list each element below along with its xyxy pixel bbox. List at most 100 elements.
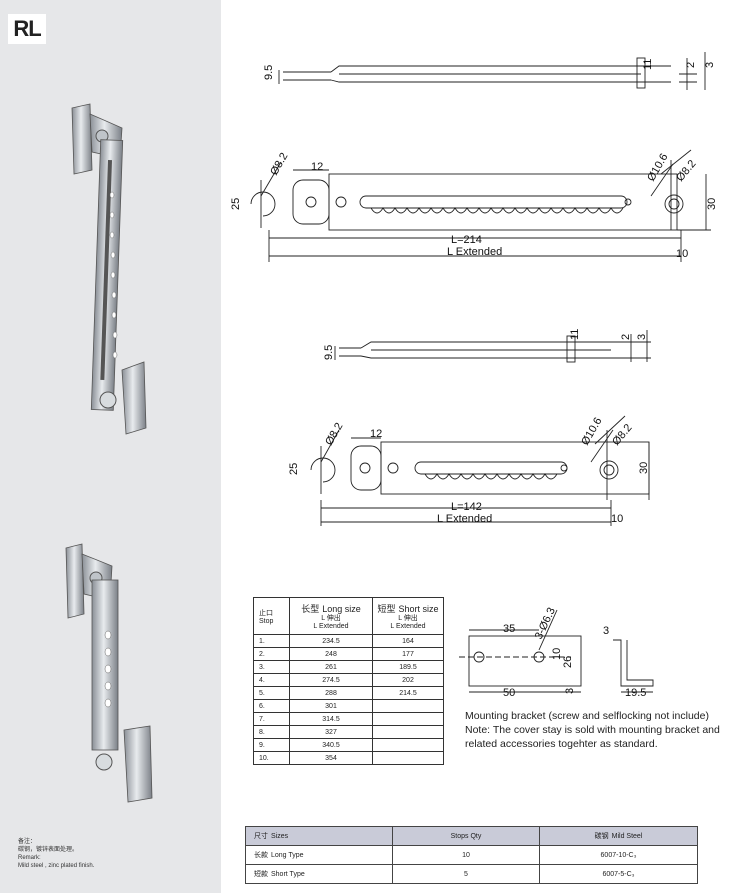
short-header-en: Short size (398, 603, 439, 614)
mounting-note: Mounting bracket (screw and selflocking … (465, 709, 725, 751)
stop-cell: 4. (253, 673, 290, 687)
stop-header-cn: 止口 (259, 609, 273, 617)
long-length-cell: 314.5 (289, 712, 373, 726)
short-length-cell (372, 751, 444, 765)
stop-header-en: Stop (259, 617, 274, 625)
spec-qty-cell: 5 (392, 864, 540, 884)
long-side-dim-3: 3 (704, 62, 716, 68)
product-photo-short (65, 543, 153, 803)
spec-qty-cell: 10 (392, 845, 540, 865)
long-top-view (250, 149, 711, 262)
short-side-dim-3: 3 (636, 334, 648, 340)
long-top-dim-L-extended: L Extended (447, 246, 502, 258)
spec-head-size-cn: 尺寸 (254, 833, 268, 840)
short-length-cell (372, 725, 444, 739)
short-top-view (310, 415, 650, 526)
long-top-dim-30: 30 (706, 198, 718, 210)
long-top-dim-8-2-left: Ø8.2 (268, 151, 290, 178)
long-side-view (278, 52, 706, 90)
bracket-side-dim-3: 3 (603, 625, 609, 637)
bracket-dim-26: 26 (562, 656, 574, 668)
spec-size-cn: 长款 (254, 852, 268, 859)
stop-cell: 10. (253, 751, 290, 765)
long-sub-cn: L 伸出 (321, 614, 341, 622)
stop-cell: 3. (253, 660, 290, 674)
spec-head-qty: Stops Qty (392, 826, 540, 846)
long-top-dim-10: 10 (676, 248, 688, 260)
spec-head-material-en: Mild Steel (611, 833, 643, 840)
bracket-dim-3: 3 (564, 688, 576, 694)
short-header-cn: 短型 (377, 603, 396, 614)
note-line-2: Note: The cover stay is sold with mounti… (465, 724, 720, 750)
short-side-dim-9-5: 9.5 (323, 345, 335, 360)
remark-en-text: Mild steel , zinc plated finish. (18, 863, 95, 869)
short-length-cell: 164 (372, 634, 444, 648)
remark-cn-label: 备注： (18, 839, 37, 845)
short-sub-en: L Extended (390, 622, 426, 630)
long-side-dim-11: 11 (642, 59, 654, 70)
long-length-cell: 248 (289, 647, 373, 661)
remark-en-label: Remark: (18, 855, 41, 861)
spec-head-material-cn: 碳钢 (594, 833, 609, 840)
short-top-dim-12: 12 (370, 428, 382, 440)
long-header-cn: 长型 (301, 603, 320, 614)
spec-size-cn: 短款 (254, 871, 268, 878)
short-side-dim-2: 2 (620, 334, 632, 340)
long-top-dim-8-2-right: Ø8.2 (674, 158, 699, 184)
stop-cell: 2. (253, 647, 290, 661)
stop-cell: 7. (253, 712, 290, 726)
long-top-dim-L: L=214 (451, 234, 482, 246)
short-length-cell: 177 (372, 647, 444, 661)
short-length-cell: 214.5 (372, 686, 444, 700)
short-top-dim-10: 10 (611, 513, 623, 525)
note-line-1: Mounting bracket (screw and selflocking … (465, 710, 709, 722)
long-length-cell: 301 (289, 699, 373, 713)
short-length-cell: 202 (372, 673, 444, 687)
stop-table-row: 10.354 (253, 751, 444, 765)
long-length-cell: 340.5 (289, 738, 373, 752)
short-length-cell (372, 738, 444, 752)
bracket-dim-50: 50 (503, 687, 515, 699)
long-length-cell: 354 (289, 751, 373, 765)
long-length-cell: 261 (289, 660, 373, 674)
long-top-dim-12: 12 (311, 161, 323, 173)
long-sub-en: L Extended (313, 622, 349, 630)
product-photo-long (71, 103, 147, 435)
mounting-bracket-drawing (459, 609, 654, 693)
short-top-dim-30: 30 (638, 462, 650, 474)
spec-head-size-en: Sizes (271, 833, 289, 840)
long-top-dim-25: 25 (230, 198, 242, 210)
stop-cell: 5. (253, 686, 290, 700)
bracket-dim-10: 10 (551, 648, 563, 660)
short-top-dim-L: L=142 (451, 501, 482, 513)
spec-code-cell: 6007-5-C₃ (539, 864, 698, 884)
bracket-side-dim-19-5: 19.5 (625, 687, 646, 699)
long-length-cell: 327 (289, 725, 373, 739)
short-length-cell (372, 699, 444, 713)
stop-table-row: 8.327 (253, 725, 444, 739)
short-side-view (334, 330, 651, 363)
long-length-cell: 288 (289, 686, 373, 700)
long-length-cell: 234.5 (289, 634, 373, 648)
short-top-dim-8-2-left: Ø8.2 (323, 421, 345, 448)
long-top-dim-10-6: Ø10.6 (645, 152, 670, 184)
technical-drawings: 9.5 11 2 3 Ø8.2 12 25 Ø10.6 Ø8.2 30 L=21… (230, 52, 718, 699)
left-panel: RL 备注： 碳钢，镀锌表面处 (0, 0, 221, 893)
short-top-dim-L-extended: L Extended (437, 513, 492, 525)
long-side-dim-9-5: 9.5 (263, 65, 275, 80)
stop-cell: 8. (253, 725, 290, 739)
stop-cell: 1. (253, 634, 290, 648)
stop-table-row: 7.314.5 (253, 712, 444, 726)
short-top-dim-25: 25 (288, 463, 300, 475)
